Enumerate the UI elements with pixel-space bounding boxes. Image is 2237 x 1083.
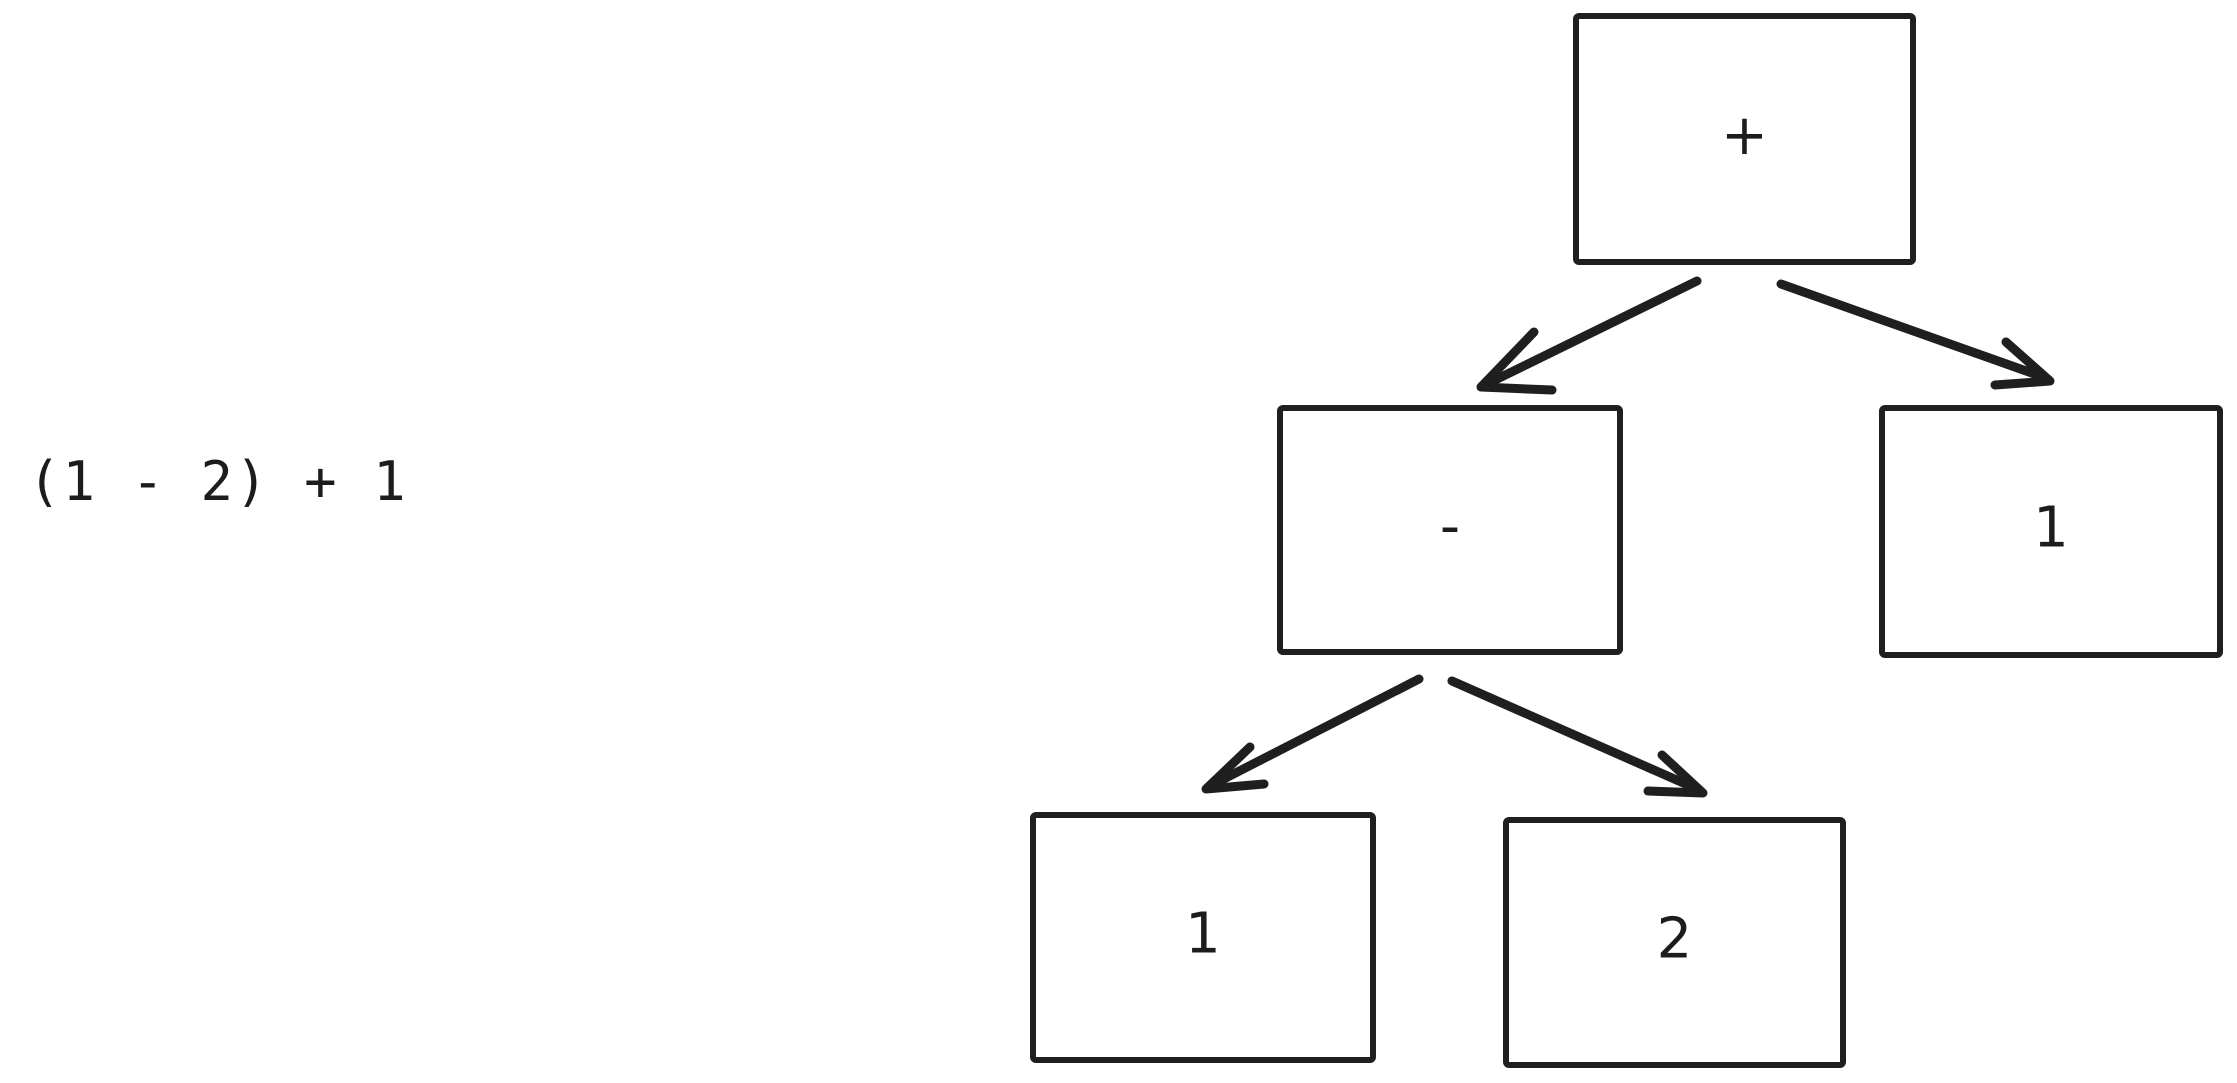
ast-node-minus-box[interactable] bbox=[1277, 405, 1623, 655]
edge-root-right-one bbox=[1776, 279, 2055, 390]
edge-minus-left-one bbox=[1201, 674, 1424, 794]
ast-node-left-one-box[interactable] bbox=[1030, 812, 1376, 1063]
ast-node-left-one[interactable]: 1 bbox=[1030, 812, 1376, 1063]
ast-node-right-one[interactable]: 1 bbox=[1879, 405, 2223, 658]
ast-node-left-one-label: 1 bbox=[1185, 902, 1221, 967]
ast-node-right-one-box[interactable] bbox=[1879, 405, 2223, 658]
expression-text: (1 - 2) + 1 bbox=[28, 450, 408, 513]
ast-node-root-label: + bbox=[1721, 103, 1768, 168]
ast-node-right-one-label: 1 bbox=[2033, 496, 2069, 561]
ast-node-two-label: 2 bbox=[1657, 907, 1693, 972]
ast-node-minus-label: - bbox=[1440, 494, 1460, 559]
edge-root-minus bbox=[1476, 276, 1702, 395]
ast-node-two-box[interactable] bbox=[1503, 817, 1846, 1068]
ast-node-minus[interactable]: - bbox=[1277, 405, 1623, 655]
edge-minus-two bbox=[1447, 676, 1708, 798]
ast-node-two[interactable]: 2 bbox=[1503, 817, 1846, 1068]
ast-node-root-box[interactable] bbox=[1573, 13, 1916, 265]
ast-node-root[interactable]: + bbox=[1573, 13, 1916, 265]
